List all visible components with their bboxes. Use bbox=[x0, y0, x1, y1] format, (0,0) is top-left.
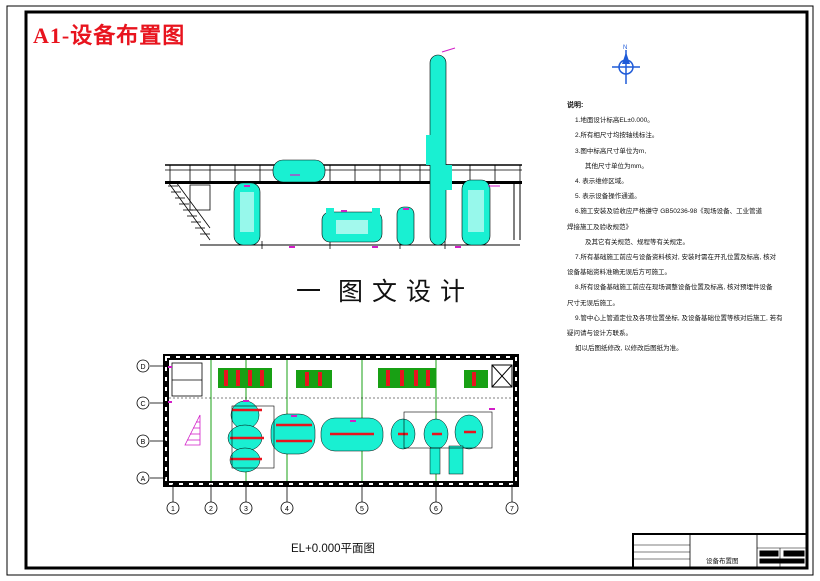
axis-col-6: 6 bbox=[434, 506, 438, 513]
axis-col-1: 1 bbox=[171, 506, 175, 513]
small-vessel bbox=[396, 206, 415, 246]
note-line: 9.管中心上管道定位及各项位置坐标, 及设备基础位置等核对后施工, 若有 bbox=[575, 314, 782, 322]
note-line: 尺寸无误后施工。 bbox=[567, 299, 619, 307]
horizontal-drum bbox=[321, 208, 383, 243]
compass-north-label: N bbox=[623, 45, 627, 51]
note-line: 2.所有相尺寸均按轴线标注。 bbox=[575, 132, 659, 140]
plan-view: 1 2 3 4 5 6 7 D C B A bbox=[136, 354, 519, 515]
outer-border bbox=[6, 5, 814, 576]
pump-row bbox=[218, 368, 488, 388]
axis-col-3: 3 bbox=[244, 506, 248, 513]
note-line: 8.所有设备基础施工前应在现场调整设备位置及标高, 核对预埋件设备 bbox=[575, 284, 773, 292]
plan-title: EL+0.000平面图 bbox=[291, 543, 376, 555]
vertical-vessel-left bbox=[233, 182, 261, 246]
distillation-column bbox=[426, 47, 456, 246]
note-line: 4. 表示维修区域。 bbox=[575, 178, 628, 186]
column-axes bbox=[166, 484, 519, 515]
note-line: 6.施工安装及验收应严格遵守 GB50236-98《现场设备、工业管道 bbox=[575, 208, 763, 216]
axis-row-d: D bbox=[140, 364, 145, 371]
general-notes: 说明: 1.地面设计标高EL±0.000。 2.所有相尺寸均按轴线标注。 3.图… bbox=[567, 98, 782, 356]
watermark-text: 图文设计 bbox=[338, 279, 475, 306]
note-line: 疑问请与设计方联系。 bbox=[567, 330, 632, 338]
title-block bbox=[632, 533, 808, 569]
note-line: 7.所有基础施工前应与设备资料核对, 安装时需在开孔位置及标高, 核对 bbox=[575, 254, 777, 262]
notes-heading: 说明: bbox=[567, 102, 584, 109]
row-axes bbox=[136, 359, 166, 485]
note-line: 1.地面设计标高EL±0.000。 bbox=[575, 117, 654, 125]
axis-col-5: 5 bbox=[360, 506, 364, 513]
stair-icon bbox=[167, 181, 211, 241]
axis-col-2: 2 bbox=[209, 506, 213, 513]
axis-col-4: 4 bbox=[285, 506, 289, 513]
note-line: 设备基础资料准确无误后方可施工。 bbox=[567, 269, 671, 277]
note-line: 焊接施工及验收规范》 bbox=[567, 223, 632, 231]
axis-row-b: B bbox=[141, 439, 146, 446]
title-block-drawing-name: 设备布置图 bbox=[706, 558, 739, 565]
elevation-view bbox=[165, 47, 522, 249]
axis-row-a: A bbox=[141, 476, 146, 483]
note-line: 如以后图纸修改, 以修改后图纸为准。 bbox=[575, 345, 683, 353]
sheet-tag: A1-设备布置图 bbox=[33, 23, 186, 48]
note-line: 其他尺寸单位为mm。 bbox=[585, 162, 648, 170]
note-line: 5. 表示设备操作通道。 bbox=[575, 193, 641, 201]
note-line: 3.图中标高尺寸单位为m, bbox=[575, 147, 647, 155]
vertical-vessel-right bbox=[461, 179, 500, 246]
overhead-drum bbox=[272, 159, 326, 183]
north-arrow-icon: N bbox=[612, 45, 640, 84]
watermark-prefix: 一 bbox=[296, 278, 322, 306]
axis-row-c: C bbox=[140, 401, 145, 408]
note-line: 及其它有关规范、规程等有关规定。 bbox=[585, 238, 689, 246]
plan-stair-icon bbox=[184, 414, 201, 446]
inner-border bbox=[24, 10, 809, 570]
shaft-icon bbox=[491, 364, 513, 388]
axis-col-7: 7 bbox=[510, 506, 514, 513]
